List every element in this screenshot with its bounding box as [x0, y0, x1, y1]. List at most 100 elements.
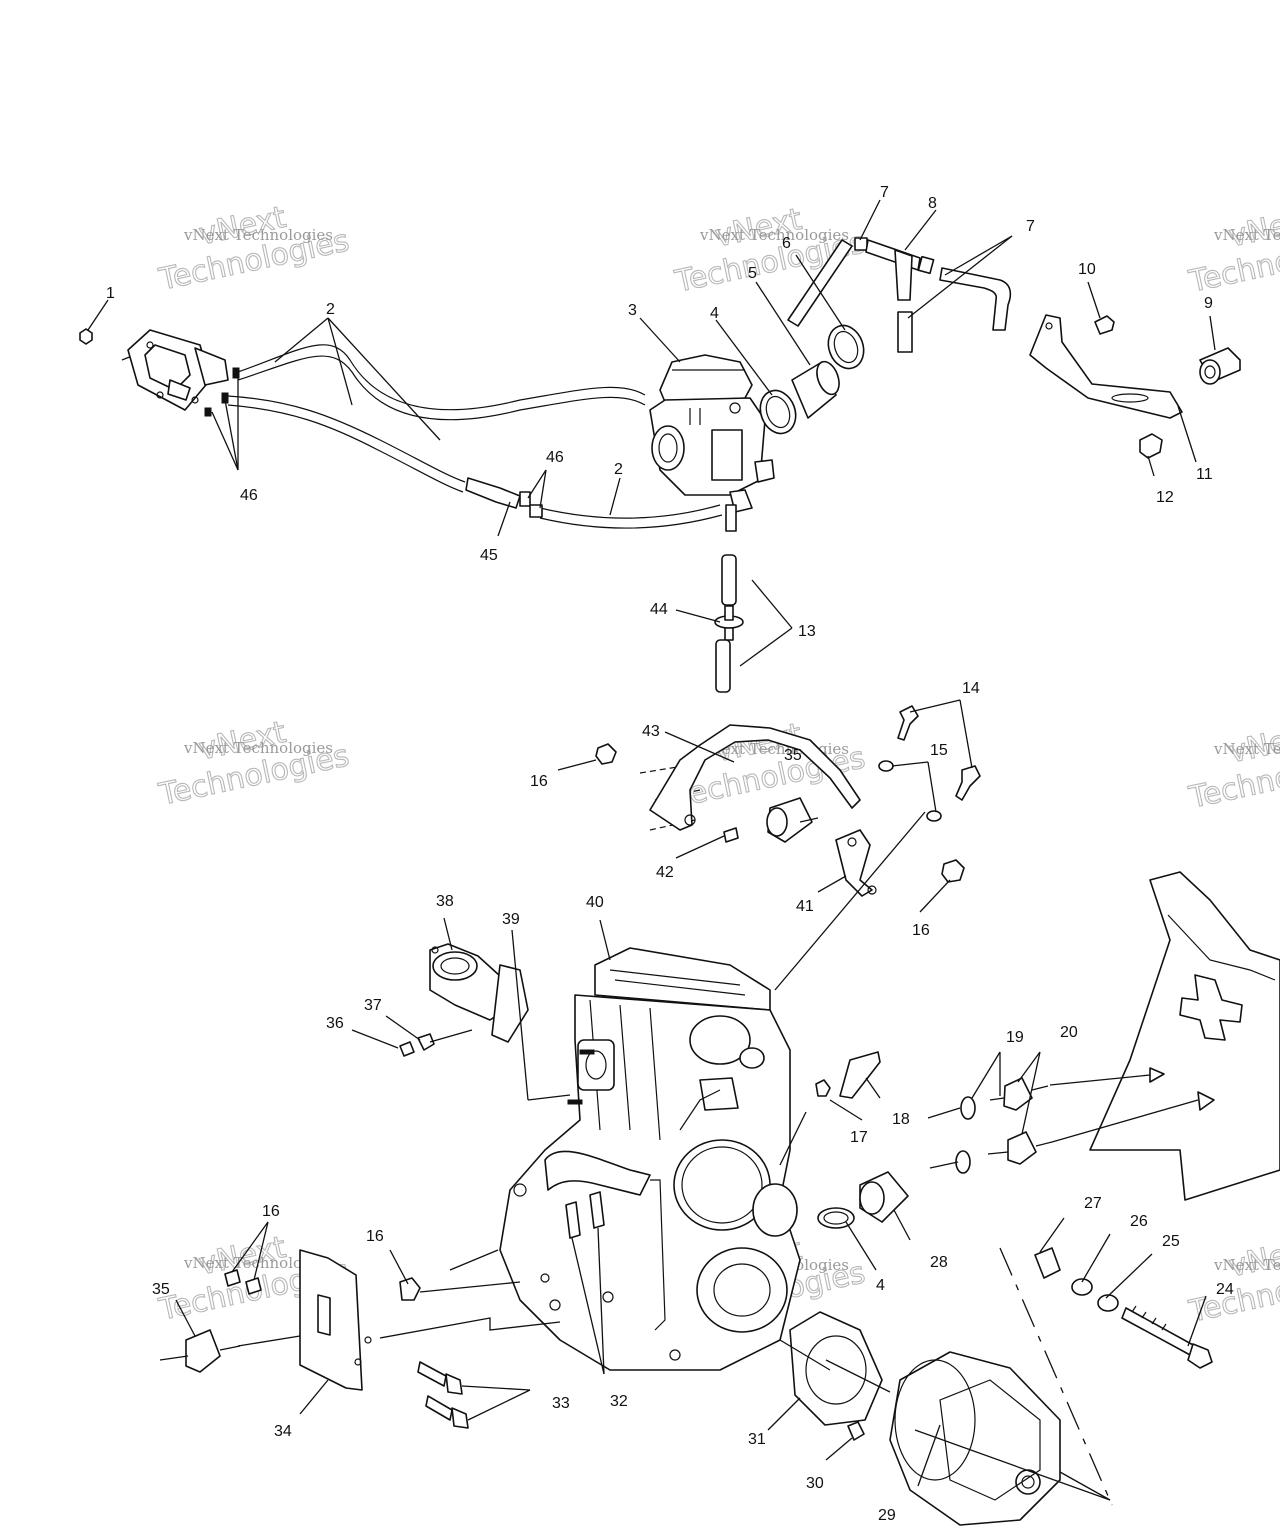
callout-36: 36	[326, 1015, 344, 1032]
watermark-text: vNext Technologies	[699, 226, 849, 244]
callout-7: 7	[1026, 218, 1035, 235]
callout-28: 28	[930, 1254, 948, 1271]
washer-part	[1097, 1294, 1119, 1312]
callout-25: 25	[1162, 1233, 1180, 1250]
callout-35: 35	[152, 1281, 170, 1298]
carb-top-cap	[659, 354, 753, 403]
callout-15: 15	[930, 742, 948, 759]
callout-24: 24	[1216, 1281, 1234, 1298]
callout-26: 26	[1130, 1213, 1148, 1230]
stud-part	[565, 1201, 581, 1239]
engine-block	[499, 947, 801, 1371]
plate-part	[835, 829, 873, 897]
callout-45: 45	[480, 547, 498, 564]
watermark: vNe Technol	[1185, 723, 1280, 816]
callout-20: 20	[1060, 1024, 1078, 1041]
callout-1: 1	[106, 285, 115, 302]
engine-mount-bracket-group	[595, 705, 981, 897]
vent-tee	[894, 249, 913, 301]
mount-bracket	[1029, 314, 1183, 419]
callout-14: 14	[962, 680, 980, 697]
fuel-hose	[237, 344, 646, 411]
callout-10: 10	[1078, 261, 1096, 278]
washer-part	[960, 1096, 976, 1120]
callout-16: 16	[912, 922, 930, 939]
callout-16: 16	[366, 1228, 384, 1245]
nut-part	[595, 743, 617, 765]
frame-section	[1089, 871, 1280, 1201]
callout-33: 33	[552, 1395, 570, 1412]
stud-part	[589, 1191, 605, 1229]
spacer-part	[1034, 1247, 1061, 1279]
callout-46: 46	[240, 487, 258, 504]
clamp-ring	[759, 389, 797, 435]
nut-part	[399, 1277, 421, 1301]
watermark: vNe Technol	[1185, 207, 1280, 300]
callout-42: 42	[656, 864, 674, 881]
callout-2: 2	[326, 301, 335, 318]
callout-4: 4	[710, 305, 719, 322]
callout-18: 18	[892, 1111, 910, 1128]
callout-labels: 1 2 2 3 4 5 6 7 7 8 9 10 11 12 13 14 15 …	[106, 184, 1234, 1524]
vent-hose-elbow	[939, 267, 1012, 331]
drive-clutch-group	[789, 1171, 1213, 1526]
callout-17: 17	[850, 1129, 868, 1146]
clamp-ring	[827, 324, 865, 370]
intake-manifold-group	[399, 943, 529, 1057]
nut-part	[941, 859, 965, 883]
callout-37: 37	[364, 997, 382, 1014]
washer-part	[926, 810, 942, 822]
mount-bolt	[425, 1395, 453, 1421]
nut-part	[399, 1041, 415, 1057]
watermark: vNext Technologies	[671, 201, 869, 300]
callout-27: 27	[1084, 1195, 1102, 1212]
bolt-part	[897, 705, 919, 741]
intake-boot-group	[759, 239, 865, 435]
drive-clutch	[889, 1351, 1061, 1526]
bolt-part	[1139, 433, 1163, 459]
vent-tee-assembly	[854, 237, 1012, 353]
carb-bore	[651, 425, 685, 471]
dowel-ring	[815, 1079, 831, 1097]
watermark-text: vNext Te	[1213, 740, 1280, 758]
mount-bolt	[417, 1361, 447, 1387]
leader-lines	[87, 199, 1216, 1501]
carburetor	[649, 354, 775, 532]
rubber-mount	[185, 1329, 221, 1373]
fuel-pump-cover	[144, 344, 191, 391]
callout-44: 44	[650, 601, 668, 618]
mount-plate	[299, 1249, 363, 1391]
callout-4: 4	[876, 1277, 885, 1294]
dowel-pin	[839, 1051, 881, 1099]
callout-2: 2	[614, 461, 623, 478]
callout-5: 5	[748, 265, 757, 282]
callout-11: 11	[1196, 466, 1213, 483]
bolt-part	[955, 765, 981, 801]
callout-19: 19	[1006, 1029, 1024, 1046]
callout-6: 6	[782, 235, 791, 252]
callout-12: 12	[1156, 489, 1174, 506]
callout-7: 7	[880, 184, 889, 201]
bolt-part	[847, 1421, 865, 1441]
breather-hose	[544, 1150, 651, 1196]
callout-29: 29	[878, 1507, 896, 1524]
watermark-text: vNext Te	[1213, 226, 1280, 244]
drain-hose	[721, 554, 737, 606]
bolt-part	[1094, 315, 1115, 335]
washer-part	[1071, 1278, 1093, 1296]
callout-9: 9	[1204, 295, 1213, 312]
callout-16: 16	[530, 773, 548, 790]
pump-outlet	[194, 347, 229, 386]
washer-part	[955, 1150, 971, 1174]
watermark-text: vNext Te	[1213, 1256, 1280, 1274]
callout-39: 39	[502, 911, 520, 928]
fuel-pump-assembly	[79, 328, 723, 529]
washer-part	[878, 760, 894, 772]
callout-8: 8	[928, 195, 937, 212]
bracket-assembly	[1029, 314, 1241, 459]
watermark-text: vNext Technologies	[183, 226, 333, 244]
callout-35: 35	[784, 747, 802, 764]
mount-bracket	[649, 724, 861, 831]
callout-34: 34	[274, 1423, 292, 1440]
